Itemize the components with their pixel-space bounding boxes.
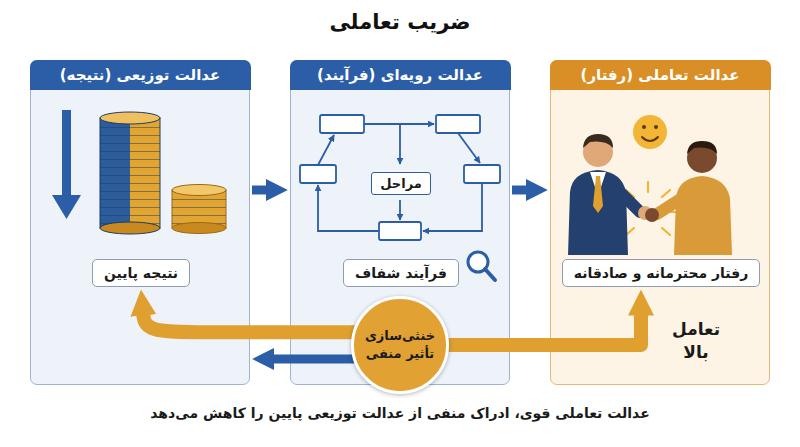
smiley [642,125,646,129]
flowchart [379,222,421,240]
result-tag: فرآیند شفاف [343,259,459,287]
coin-stack [100,112,160,124]
panel-header: عدالت تعاملی (رفتار) [550,60,771,90]
result-label: نتیجه پایین [104,265,178,281]
flowchart [436,115,480,133]
coin-stack [100,118,160,228]
step-box: مراحل [371,172,431,195]
coin-stack [100,112,160,234]
burst-lines [647,182,649,192]
flow-arrow [272,354,359,363]
down-arrow [62,110,71,196]
smiley [633,115,667,149]
coin-stack [100,118,160,228]
person-sweater [674,176,732,255]
smiley [642,137,658,141]
person-suit [568,170,628,255]
person-suit [593,176,603,213]
result-label: رفتار محترمانه و صادقانه [574,265,749,281]
result-tag: رفتار محترمانه و صادقانه [562,259,761,287]
panel-header: عدالت توزیعی (نتیجه) [30,60,251,90]
flowchart [464,165,500,183]
coin-stack-small [172,185,226,234]
diagram-caption: عدالت تعاملی قوی، ادراک منفی از عدالت تو… [0,405,800,421]
caption-holder: عدالت تعاملی قوی، ادراک منفی از عدالت تو… [0,405,800,421]
result-tag: نتیجه پایین [92,259,190,287]
smiley [654,125,658,129]
person-sweater [645,208,659,222]
title-holder: ضریب تعاملی [0,10,800,34]
flowchart-lines [399,200,401,220]
smiley [633,115,667,149]
panel-header: عدالت رویه‌ای (فرآیند) [290,60,511,90]
flowchart [300,165,336,183]
note-holder: تعامل بالا [660,318,732,364]
flowchart-lines [364,123,434,125]
step-label: مراحل [380,176,422,191]
coin-stack-small [172,185,226,196]
circle-text: خنثی‌سازی تأثیر منفی [362,327,438,362]
effect-circle: خنثی‌سازی تأثیر منفی [351,296,449,394]
flow-arrow [252,186,268,195]
flow-arrow [512,186,528,195]
diagram-title: ضریب تعاملی [0,10,800,34]
coin-stack [100,222,160,234]
result-label: فرآیند شفاف [355,265,447,281]
flowchart [320,115,364,133]
note-label: تعامل بالا [660,318,732,364]
coin-stack-small [172,223,226,234]
flowchart-lines [399,124,401,164]
